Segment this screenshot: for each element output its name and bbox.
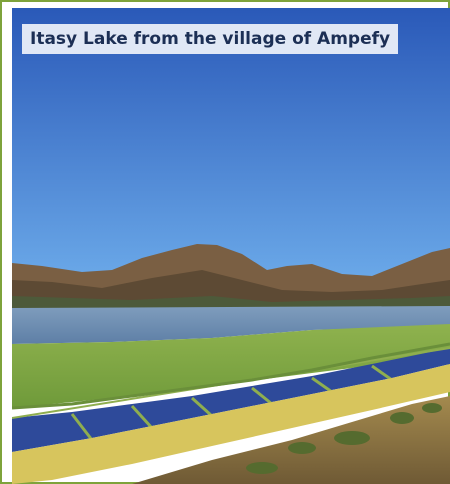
landscape-photo [12, 8, 450, 484]
marsh [12, 324, 450, 408]
mountain-shadow [12, 270, 450, 308]
lake-scene [12, 8, 450, 484]
dry-grass [12, 364, 450, 484]
photo-caption: Itasy Lake from the village of Ampefy [22, 24, 399, 54]
foreground-shrubs [246, 403, 442, 474]
foreground-hill [132, 396, 450, 484]
lake [12, 306, 450, 344]
rice-paddies [12, 342, 450, 452]
